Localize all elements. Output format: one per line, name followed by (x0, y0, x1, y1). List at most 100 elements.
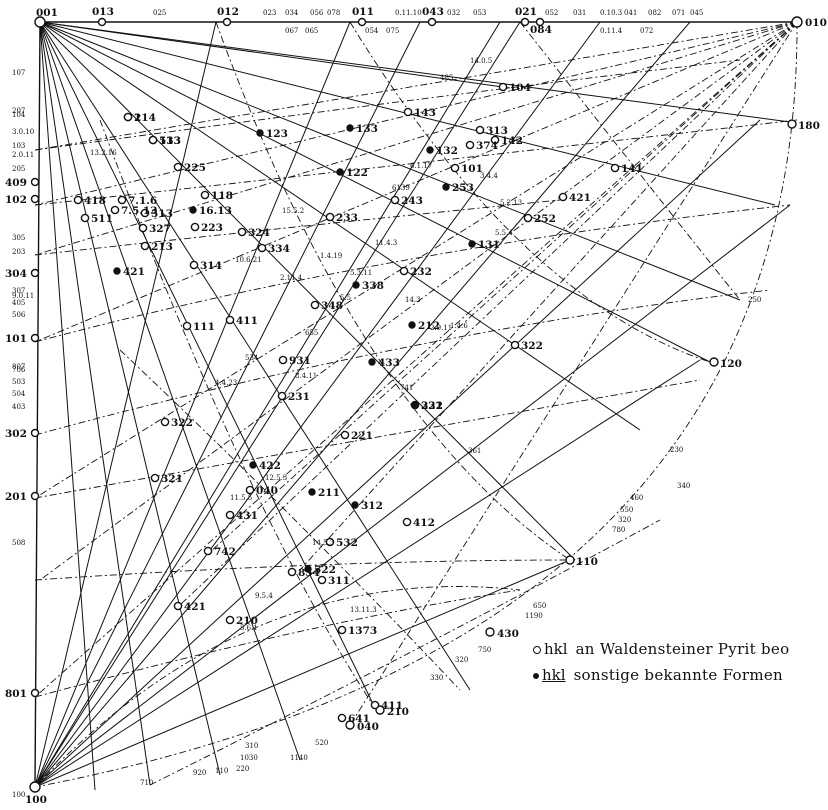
interior-pole-label: 332 (421, 400, 443, 412)
interior-small-label: 2.9.11 (430, 324, 452, 332)
arc-label: 750 (478, 646, 491, 654)
left-edge-label: 203 (12, 248, 25, 256)
observed-pole (225, 315, 235, 325)
arc-label: 430 (497, 628, 519, 640)
top-edge-label: 023 (263, 9, 276, 17)
interior-pole-label: 411 (381, 700, 403, 712)
interior-pole-label: 2 (134, 112, 141, 124)
observed-pole (257, 243, 267, 253)
interior-pole-label: 522 (314, 564, 336, 576)
interior-small-label: 13.2.16 (90, 149, 117, 157)
edge-pole (222, 17, 232, 27)
top-edge-label: 071 (672, 9, 685, 17)
corner-pole-label: 010 (805, 17, 827, 29)
known-form-pole (189, 206, 197, 214)
observed-pole (73, 195, 83, 205)
zone-line (39, 21, 376, 709)
interior-small-label: 485 (440, 74, 453, 82)
interior-pole-label: 338 (362, 280, 384, 292)
legend-text: an Waldensteiner Pyrit beo (575, 640, 790, 658)
top-edge-label: 054 (365, 27, 379, 35)
left-edge-label: 706 (12, 366, 26, 374)
corner-pole-label: 100 (25, 794, 47, 806)
observed-pole (403, 107, 413, 117)
interior-pole-label: 321 (161, 473, 183, 485)
top-edge-label: 013 (92, 6, 114, 18)
top-edge-label: 0.10.3 (600, 9, 622, 17)
arc-label: 110 (215, 767, 228, 775)
observed-pole (278, 355, 288, 365)
filled-dot-icon (533, 673, 539, 679)
zone-line (39, 21, 151, 786)
edge-pole (520, 17, 530, 27)
interior-pole-label: 418 (84, 195, 106, 207)
interior-pole-label: 113 (159, 135, 181, 147)
interior-pole-label: 122 (346, 167, 368, 179)
known-form-pole (468, 240, 476, 248)
observed-pole (80, 213, 90, 223)
interior-pole-label: 111 (193, 321, 215, 333)
observed-pole (402, 517, 412, 527)
arc-label: 220 (236, 765, 249, 773)
zone-line (39, 21, 471, 691)
observed-pole (277, 391, 287, 401)
zone-line (34, 21, 501, 788)
arc-label: 550 (620, 506, 633, 514)
zone-arc (149, 519, 661, 786)
observed-pole (225, 615, 235, 625)
zone-line (34, 21, 351, 788)
interior-pole-label: 232 (410, 266, 432, 278)
top-edge-label: 043 (422, 6, 444, 18)
zone-line (34, 21, 798, 206)
observed-pole (225, 510, 235, 520)
legend-row-observed: hkl an Waldensteiner Pyrit beo (533, 640, 828, 666)
corner-pole-label: 001 (36, 7, 58, 19)
left-edge-label: 101 (5, 333, 27, 345)
zone-arc (349, 21, 711, 363)
known-form-pole (249, 461, 257, 469)
interior-pole-label: 311 (328, 575, 350, 587)
arc-pole (345, 720, 355, 730)
edge-pole (97, 17, 107, 27)
left-edge-label: 2.0.11 (12, 151, 34, 159)
arc-label: 710 (140, 779, 153, 787)
top-edge-label: 031 (573, 9, 586, 17)
arc-label: 1030 (240, 754, 258, 762)
interior-pole-label: 314 (200, 260, 222, 272)
zone-line (34, 21, 798, 698)
observed-pole (140, 208, 150, 218)
frame-left-edge (34, 21, 41, 788)
interior-pole-label: 104 (509, 82, 531, 94)
zone-line (179, 21, 798, 606)
observed-pole (287, 567, 297, 577)
zone-line (39, 21, 798, 581)
observed-pole (310, 300, 320, 310)
interior-pole-label: 412 (413, 517, 435, 529)
observed-pole (160, 417, 170, 427)
interior-small-label: 5.3.11 (350, 269, 372, 277)
top-edge-label: 021 (515, 6, 537, 18)
known-form-pole (351, 501, 359, 509)
interior-pole-label: 931 (289, 355, 311, 367)
observed-pole (337, 713, 347, 723)
top-edge-label: 084 (530, 24, 552, 36)
observed-pole (325, 537, 335, 547)
top-edge-label: 056 (310, 9, 324, 17)
poles (29, 16, 803, 793)
zone-arc (34, 119, 798, 206)
interior-pole-label: 211 (318, 487, 340, 499)
zone-line (39, 21, 96, 791)
interior-small-label: 14.3 (405, 296, 421, 304)
interior-small-label: 1.4.19 (320, 252, 342, 260)
left-edge-label: 3.0.10 (12, 128, 34, 136)
left-edge-label: 307 (12, 287, 25, 295)
legend-symbol: hkl (544, 640, 568, 658)
known-form-pole (368, 358, 376, 366)
interior-pole-label: 133 (356, 123, 378, 135)
arc-label: 320 (455, 656, 468, 664)
top-edge-label: 012 (217, 6, 239, 18)
known-form-pole (408, 321, 416, 329)
zone-line (34, 21, 217, 788)
